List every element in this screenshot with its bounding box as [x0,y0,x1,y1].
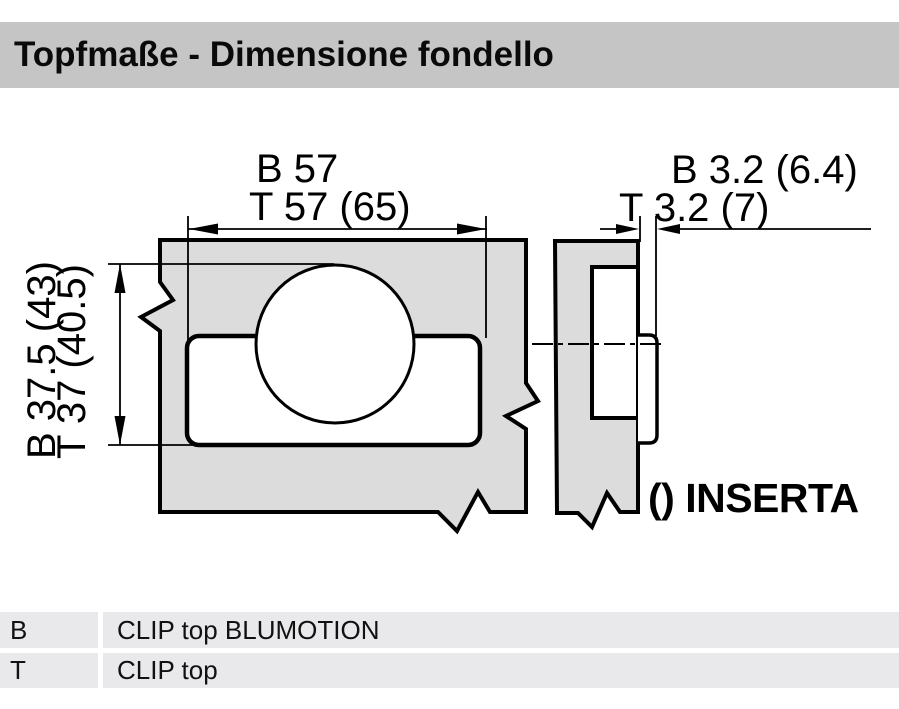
legend-row-b: B CLIP top BLUMOTION [0,612,899,648]
legend-key-t: T [0,653,98,688]
dimension-lines [108,216,871,446]
dimension-arrowheads [114,223,680,445]
height-dim-label-b: B 37.5 (43) [20,261,64,459]
page-title: Topfmaße - Dimensione fondello [14,35,554,74]
height-dim-label-t: T 37 (40.5) [50,264,94,459]
legend-value-b: CLIP top BLUMOTION [103,612,899,648]
inserta-note: () INSERTA [648,475,859,521]
legend-value-t: CLIP top [103,653,899,688]
width-dim-label-b: B 57 [256,147,338,191]
cup-protrusion-tab [638,333,659,445]
cup-bore-circle [254,263,416,425]
protrusion-dim-label-b: B 3.2 (6.4) [671,148,858,192]
width-dim-label-t: T 57 (65) [249,185,411,229]
legend-table: B CLIP top BLUMOTION T CLIP top [0,612,899,693]
protrusion-dim-label-t: T 3.2 (7) [619,186,769,230]
side-cup-pocket [590,265,640,420]
technical-drawing: B 57 T 57 (65) B 3.2 (6.4) T 3.2 (7) B 3… [20,147,871,535]
section-header: Topfmaße - Dimensione fondello [0,22,899,88]
legend-key-b: B [0,612,98,648]
legend-row-t: T CLIP top [0,653,899,688]
